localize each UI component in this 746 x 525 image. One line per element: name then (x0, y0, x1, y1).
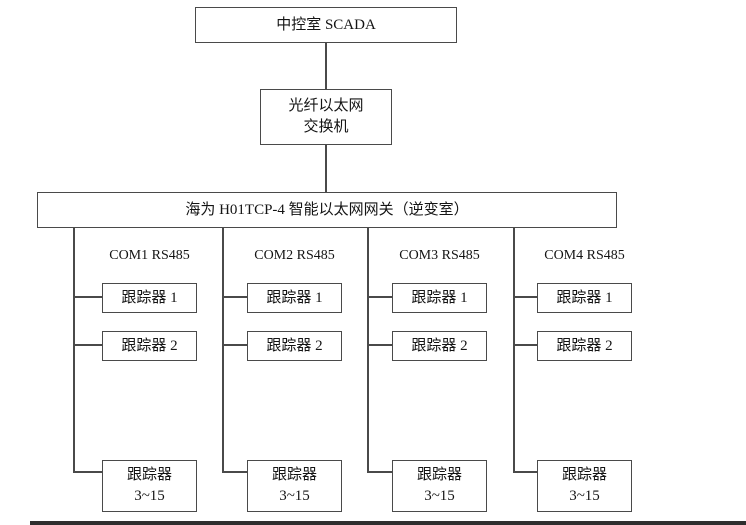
com2-branch-line-tracker1 (222, 296, 247, 298)
com2-tracker-group-line2: 3~15 (279, 488, 310, 504)
com1-branch-line-tracker1 (73, 296, 102, 298)
com4-trunk-line (513, 227, 515, 473)
com3-tracker-group-box: 跟踪器 3~15 (392, 460, 487, 512)
com3-tracker1-label: 跟踪器 1 (411, 289, 468, 306)
scada-node-label: 中控室 SCADA (276, 16, 376, 33)
bottom-edge-bar (30, 521, 746, 525)
com4-branch-line-tracker2 (513, 344, 537, 346)
gateway-node-label: 海为 H01TCP-4 智能以太网网关（逆变室） (185, 201, 469, 218)
ethernet-switch-label-line1: 光纤以太网 (288, 98, 364, 114)
com1-tracker2-label: 跟踪器 2 (121, 337, 178, 354)
com2-tracker2-box: 跟踪器 2 (247, 331, 342, 361)
com2-tracker-group-line1: 跟踪器 (271, 467, 317, 483)
com2-tracker1-label: 跟踪器 1 (266, 289, 323, 306)
ethernet-switch-node-box: 光纤以太网 交换机 (260, 89, 392, 145)
gateway-node-box: 海为 H01TCP-4 智能以太网网关（逆变室） (37, 192, 617, 228)
com3-tracker2-box: 跟踪器 2 (392, 331, 487, 361)
com2-branch-line-tracker2 (222, 344, 247, 346)
com1-tracker-group-box: 跟踪器 3~15 (102, 460, 197, 512)
com4-tracker2-box: 跟踪器 2 (537, 331, 632, 361)
com2-bus-label: COM2 RS485 (254, 248, 335, 263)
com1-tracker-group-line1: 跟踪器 (126, 467, 172, 483)
connector-scada-switch (325, 43, 327, 89)
com2-branch-line-group (222, 471, 247, 473)
com3-branch-line-group (367, 471, 392, 473)
com1-tracker1-box: 跟踪器 1 (102, 283, 197, 313)
com3-tracker-group-line2: 3~15 (424, 488, 455, 504)
scada-node-box: 中控室 SCADA (195, 7, 457, 43)
com1-tracker1-label: 跟踪器 1 (121, 289, 178, 306)
com4-tracker1-label: 跟踪器 1 (556, 289, 613, 306)
com2-trunk-line (222, 227, 224, 473)
com1-tracker2-box: 跟踪器 2 (102, 331, 197, 361)
com1-tracker-group-line2: 3~15 (134, 488, 165, 504)
connector-switch-gateway (325, 145, 327, 192)
com1-bus-label: COM1 RS485 (109, 248, 190, 263)
com3-tracker1-box: 跟踪器 1 (392, 283, 487, 313)
com1-branch-line-group (73, 471, 102, 473)
com3-tracker2-label: 跟踪器 2 (411, 337, 468, 354)
com3-bus-label: COM3 RS485 (399, 248, 480, 263)
ethernet-switch-label-line2: 交换机 (303, 119, 349, 135)
com4-branch-line-tracker1 (513, 296, 537, 298)
com3-branch-line-tracker1 (367, 296, 392, 298)
com1-branch-line-tracker2 (73, 344, 102, 346)
com2-tracker-group-box: 跟踪器 3~15 (247, 460, 342, 512)
com3-branch-line-tracker2 (367, 344, 392, 346)
com2-tracker2-label: 跟踪器 2 (266, 337, 323, 354)
com4-bus-label: COM4 RS485 (544, 248, 625, 263)
com4-tracker1-box: 跟踪器 1 (537, 283, 632, 313)
com4-tracker2-label: 跟踪器 2 (556, 337, 613, 354)
com1-trunk-line (73, 227, 75, 473)
com4-branch-line-group (513, 471, 537, 473)
com2-tracker1-box: 跟踪器 1 (247, 283, 342, 313)
com3-trunk-line (367, 227, 369, 473)
com3-tracker-group-line1: 跟踪器 (416, 467, 462, 483)
com4-tracker-group-box: 跟踪器 3~15 (537, 460, 632, 512)
com4-tracker-group-line1: 跟踪器 (561, 467, 607, 483)
com4-tracker-group-line2: 3~15 (569, 488, 600, 504)
